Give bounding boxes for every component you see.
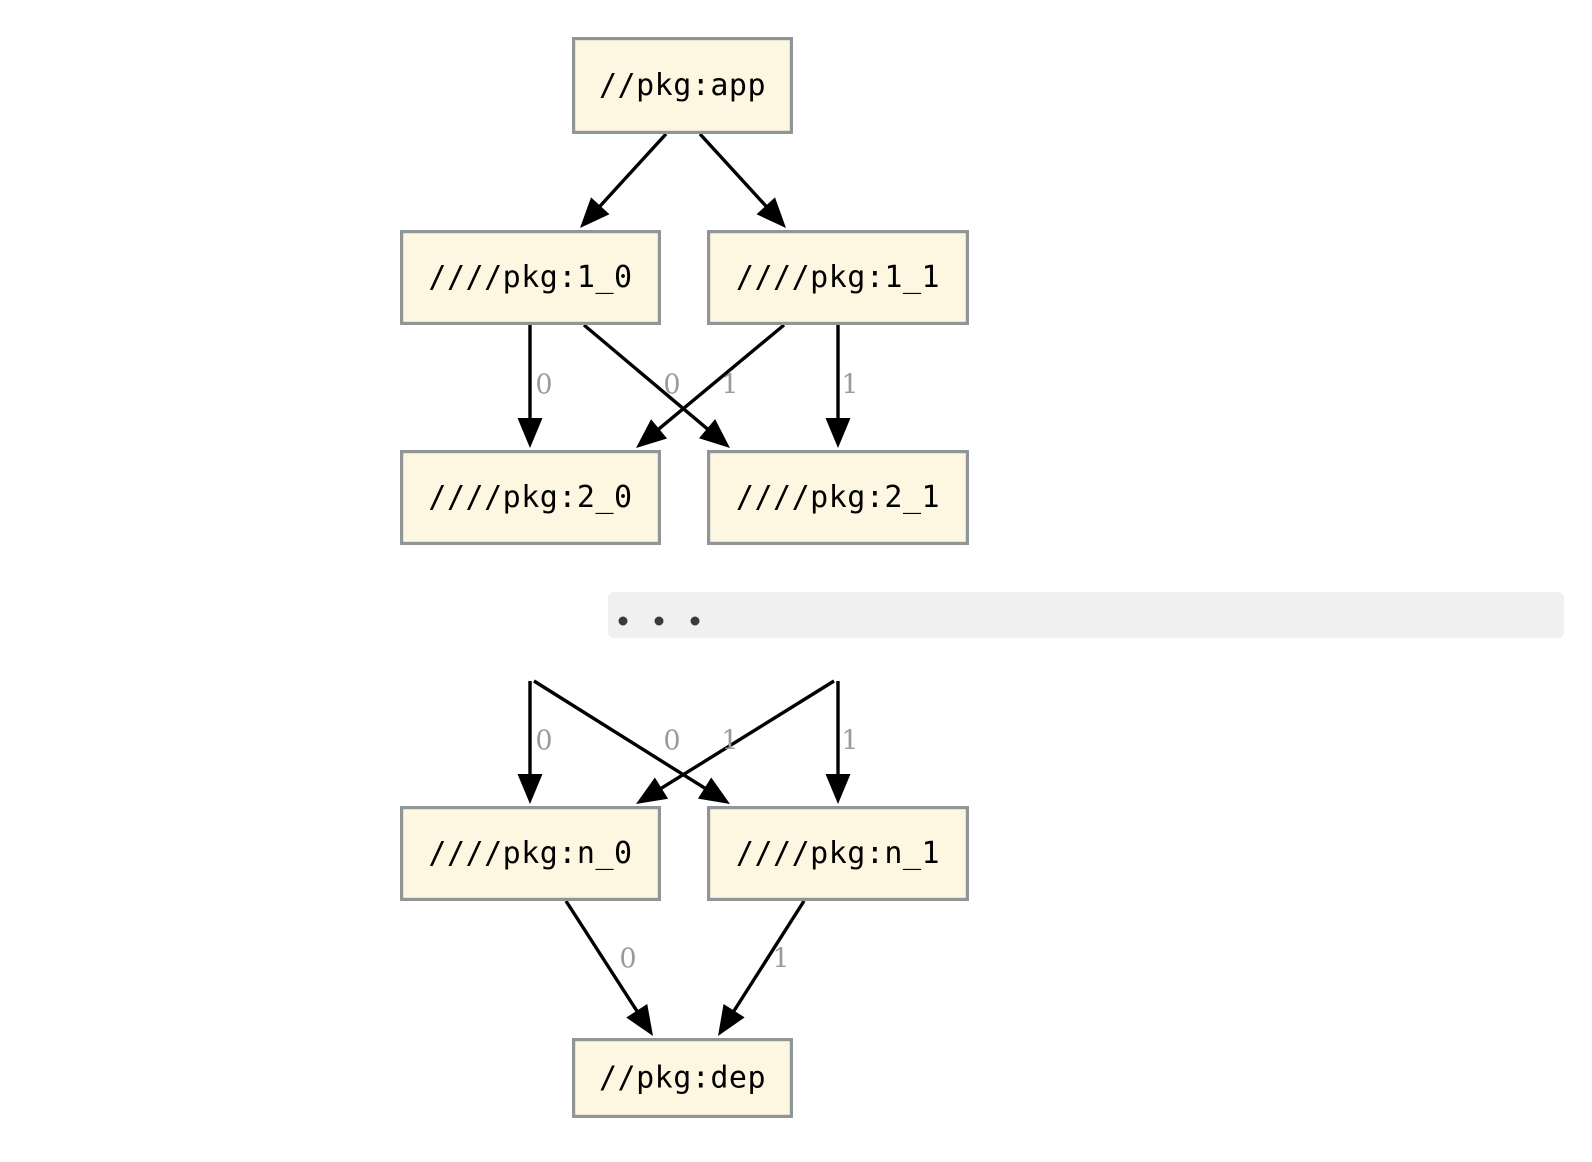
graph-edge: [517, 681, 543, 804]
graph-node-app[interactable]: //pkg:app: [571, 36, 793, 135]
edge-line: [698, 132, 769, 209]
edge-line: [597, 132, 668, 209]
edge-arrowhead-icon: [636, 777, 669, 804]
ellipsis-dot-2: [690, 616, 700, 626]
graph-edge: [564, 900, 653, 1036]
graph-node-n1_0[interactable]: ////pkg:1_0: [400, 230, 661, 326]
edge-arrowhead-icon: [636, 419, 668, 448]
node-label: ////pkg:n_1: [736, 836, 940, 871]
edge-line: [564, 900, 640, 1014]
edge-line: [533, 679, 708, 791]
node-box[interactable]: [706, 450, 969, 546]
edge-label: 1: [841, 726, 858, 757]
edge-label: 0: [663, 370, 680, 401]
node-box[interactable]: [400, 230, 661, 326]
edge-arrowhead-icon: [626, 1004, 653, 1036]
node-box[interactable]: [400, 805, 661, 901]
edge-label: 1: [841, 370, 858, 401]
node-label: ////pkg:2_1: [736, 480, 940, 515]
graph-edge: [698, 132, 786, 228]
graph-edge: [718, 900, 806, 1036]
graph-node-n2_0[interactable]: ////pkg:2_0: [400, 450, 661, 546]
ellipsis-band: [608, 592, 1564, 638]
node-box[interactable]: [706, 230, 969, 326]
graph-node-dep[interactable]: //pkg:dep: [571, 1037, 793, 1118]
edge-label: 0: [619, 944, 636, 975]
graph-node-n1_1[interactable]: ////pkg:1_1: [706, 230, 969, 326]
graph-edge: [825, 325, 851, 448]
node-label: ////pkg:2_0: [428, 480, 632, 515]
node-label: ////pkg:n_0: [428, 836, 632, 871]
edge-arrowhead-icon: [580, 197, 610, 228]
edge-arrowhead-icon: [718, 1003, 745, 1036]
edge-line: [731, 900, 806, 1014]
edge-line: [658, 679, 835, 791]
edge-label: 0: [663, 726, 680, 757]
ellipsis-dot-0: [618, 616, 628, 626]
edge-line: [582, 323, 710, 432]
edge-label: 0: [535, 726, 552, 757]
graph-edge: [582, 323, 730, 448]
edge-arrowhead-icon: [517, 418, 543, 448]
graph-edge: [533, 679, 730, 804]
node-box[interactable]: [571, 36, 793, 135]
node-label: //pkg:dep: [599, 1061, 766, 1096]
graph-edge: [636, 679, 835, 804]
edge-labels-layer: 0 0 1 1 0 0 1 1 0 1: [535, 370, 858, 975]
graph-node-n2_1[interactable]: ////pkg:2_1: [706, 450, 969, 546]
edge-arrowhead-icon: [699, 419, 730, 448]
ellipsis-layer: [608, 592, 1564, 638]
edge-arrowhead-icon: [756, 197, 786, 228]
graph-edge: [517, 325, 543, 448]
nodes-layer: //pkg:app ////pkg:1_0 ////pkg:1_1 ////pkg:2…: [400, 36, 969, 1118]
ellipsis-dot-1: [654, 616, 664, 626]
graph-edge: [825, 681, 851, 804]
edge-arrowhead-icon: [517, 774, 543, 804]
edge-arrowhead-icon: [697, 777, 730, 804]
edge-arrowhead-icon: [825, 774, 851, 804]
edge-line: [656, 323, 786, 432]
edges-layer: [517, 132, 851, 1036]
node-label: ////pkg:1_0: [428, 260, 632, 295]
edge-label: 1: [721, 370, 738, 401]
graph-edge: [636, 323, 786, 448]
graph-edge: [580, 132, 668, 228]
edge-arrowhead-icon: [825, 418, 851, 448]
node-box[interactable]: [706, 805, 969, 901]
node-box[interactable]: [571, 1037, 793, 1118]
edge-label: 1: [721, 726, 738, 757]
graph-node-nn_0[interactable]: ////pkg:n_0: [400, 805, 661, 901]
node-label: //pkg:app: [599, 68, 766, 103]
graph-node-nn_1[interactable]: ////pkg:n_1: [706, 805, 969, 901]
node-box[interactable]: [400, 450, 661, 546]
edge-label: 1: [772, 944, 789, 975]
node-label: ////pkg:1_1: [736, 260, 940, 295]
edge-label: 0: [535, 370, 552, 401]
